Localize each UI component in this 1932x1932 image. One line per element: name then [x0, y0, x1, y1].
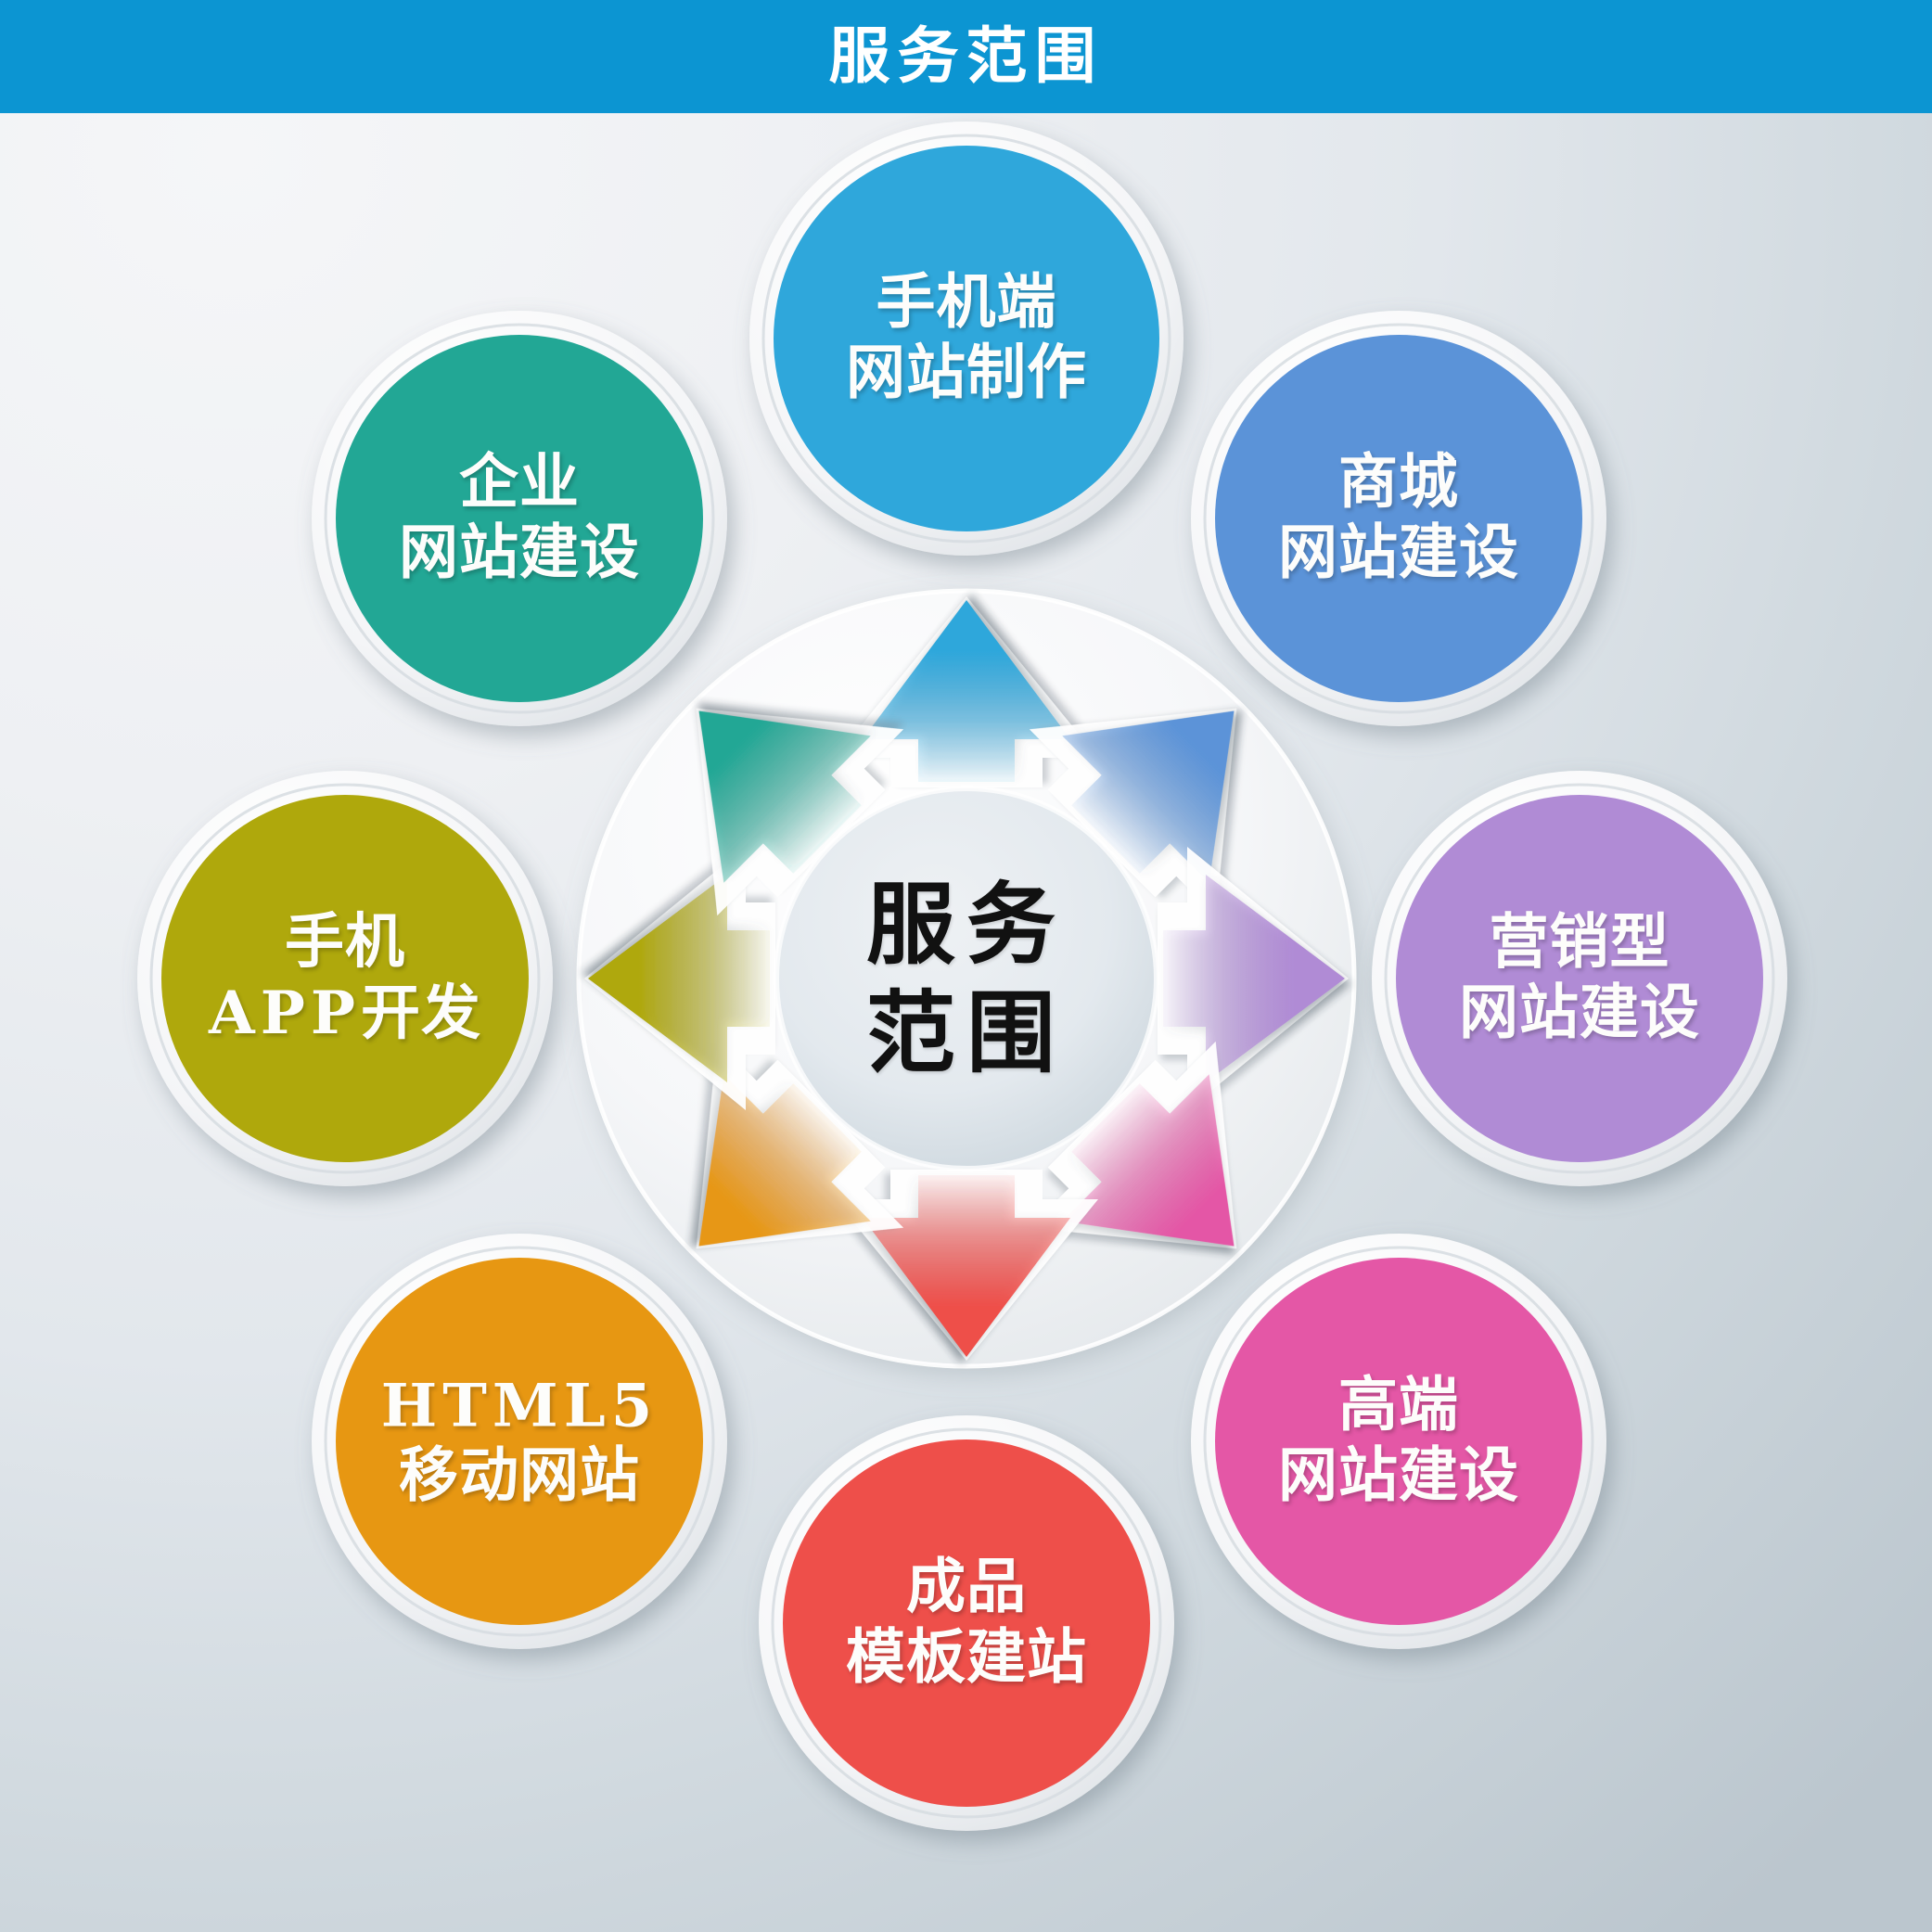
node-groove: [1203, 1246, 1594, 1637]
arrow-ring: [584, 596, 1349, 1361]
arrow-premium-site: [1029, 1041, 1237, 1249]
arrow-body: [863, 600, 1070, 782]
arrow-body: [698, 1074, 871, 1247]
node-circle-enterprise-site[interactable]: [312, 311, 727, 726]
node-disc[interactable]: [783, 1439, 1150, 1807]
node-groove: [1384, 783, 1775, 1174]
arrow-body: [1062, 1074, 1235, 1247]
arrow-body: [698, 710, 871, 883]
node-circle-marketing-site[interactable]: [1372, 771, 1787, 1186]
node-disc[interactable]: [336, 1258, 703, 1625]
arrow-body: [1163, 875, 1345, 1082]
node-circle-template-site[interactable]: [759, 1415, 1174, 1831]
node-groove: [1203, 323, 1594, 714]
arrow-plate-rim: [576, 588, 1357, 1369]
node-disc[interactable]: [161, 795, 529, 1162]
arrow-html5-mobile: [696, 1041, 904, 1249]
page-title: 服务范围: [828, 20, 1104, 92]
hub-disc-rim: [774, 786, 1159, 1171]
arrow-mobile-app: [584, 847, 775, 1110]
node-circle-ring: [137, 122, 1787, 1831]
node-disc[interactable]: [1215, 335, 1582, 702]
node-groove: [324, 1246, 715, 1637]
node-groove: [324, 323, 715, 714]
arrow-template-site: [835, 1170, 1098, 1361]
node-circle-premium-site[interactable]: [1191, 1234, 1606, 1649]
node-disc[interactable]: [1396, 795, 1763, 1162]
arrow-enterprise-site: [696, 708, 904, 916]
node-disc[interactable]: [1215, 1258, 1582, 1625]
node-disc[interactable]: [336, 335, 703, 702]
node-groove: [771, 1427, 1162, 1819]
node-circle-html5-mobile[interactable]: [312, 1234, 727, 1649]
node-circle-mobile-site[interactable]: [749, 122, 1184, 556]
arrow-body: [588, 875, 770, 1082]
arrow-mall-site: [1029, 708, 1237, 916]
node-groove: [149, 783, 541, 1174]
node-groove: [761, 134, 1171, 544]
header-bar: 服务范围: [0, 0, 1932, 113]
arrow-mobile-site: [835, 596, 1098, 787]
arrow-body: [1062, 710, 1235, 883]
node-circle-mall-site[interactable]: [1191, 311, 1606, 726]
hub-disc: [776, 788, 1157, 1169]
arrow-marketing-site: [1158, 847, 1349, 1110]
arrow-body: [863, 1175, 1070, 1357]
node-disc[interactable]: [774, 146, 1159, 531]
node-circle-mobile-app[interactable]: [137, 771, 553, 1186]
diagram-svg: [137, 122, 1787, 1831]
